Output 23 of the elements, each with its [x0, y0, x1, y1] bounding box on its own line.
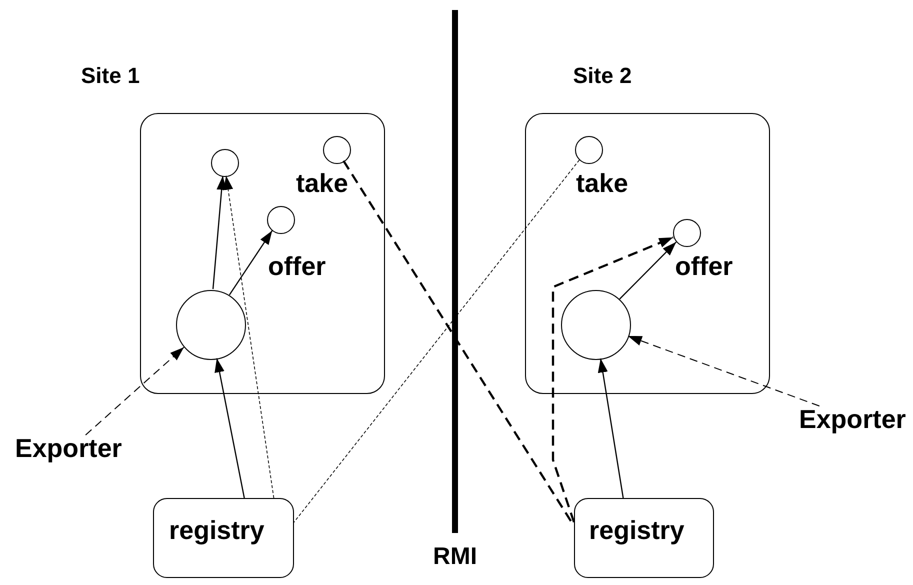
arrow — [214, 358, 245, 498]
node-label: Exporter — [799, 406, 911, 433]
registry-label: registry — [169, 517, 264, 543]
registry-label: registry — [589, 517, 684, 543]
arrow — [228, 230, 273, 296]
arrow — [598, 358, 624, 498]
boundary-label: RMI — [433, 545, 477, 569]
arrow — [552, 236, 674, 523]
site-heading: Site 2 — [573, 65, 632, 87]
node-caption: offer — [268, 253, 326, 279]
registry-box — [153, 498, 294, 578]
arrow — [85, 346, 184, 436]
node-caption: take — [576, 170, 628, 196]
registry-box — [574, 498, 714, 578]
connector-line — [294, 160, 580, 523]
node-caption: take — [296, 170, 348, 196]
arrow — [223, 175, 274, 498]
arrow — [212, 176, 227, 290]
arrow — [619, 242, 677, 300]
node-caption: offer — [675, 253, 733, 279]
site-heading: Site 1 — [81, 65, 140, 87]
arrow — [627, 336, 820, 406]
node-label: Exporter — [15, 435, 127, 462]
